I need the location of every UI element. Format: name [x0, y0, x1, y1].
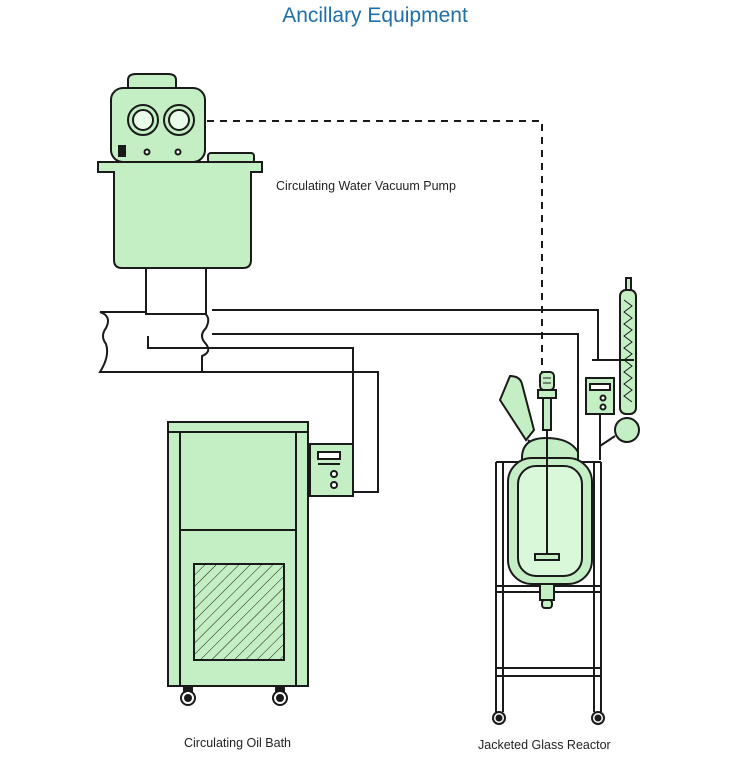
- pump-handle: [127, 73, 177, 90]
- pipe-to-bath-1: [147, 336, 354, 448]
- reactor-receiving-flask: [614, 417, 640, 443]
- pipe-to-reactor-top: [212, 309, 599, 360]
- oil-bath: [167, 421, 354, 706]
- pipe-to-bath-2: [106, 371, 379, 493]
- pump-switch: [118, 145, 126, 157]
- label-glass-reactor: Jacketed Glass Reactor: [478, 738, 611, 752]
- reactor-lid: [521, 436, 579, 463]
- page-title: Ancillary Equipment: [282, 4, 468, 27]
- label-oil-bath: Circulating Oil Bath: [184, 736, 291, 750]
- oil-bath-display: [317, 451, 341, 460]
- reactor-inner-vessel: [517, 465, 583, 577]
- glass-reactor: [492, 277, 640, 725]
- pipe-to-reactor-jacket: [212, 333, 579, 460]
- pipes: [98, 120, 599, 493]
- reactor-wheels: [492, 711, 605, 725]
- pump-stand: [145, 267, 207, 315]
- label-vacuum-pump: Circulating Water Vacuum Pump: [276, 179, 456, 193]
- pump-knob-1: [143, 148, 151, 156]
- oil-bath-top-rim: [167, 421, 309, 433]
- reactor-drain: [539, 583, 555, 601]
- pipe-bundle-outline: [98, 311, 210, 373]
- reactor-feed-funnel: [498, 374, 536, 442]
- oil-bath-vent: [193, 563, 285, 661]
- reactor-stirrer-motor: [539, 371, 555, 391]
- reactor-stirrer-blade: [534, 553, 560, 561]
- oil-bath-wheels: [180, 685, 288, 706]
- pump-knob-2: [174, 148, 182, 156]
- pump-tank: [97, 161, 263, 269]
- vacuum-pump: [97, 73, 263, 315]
- reactor-condenser: [619, 289, 637, 415]
